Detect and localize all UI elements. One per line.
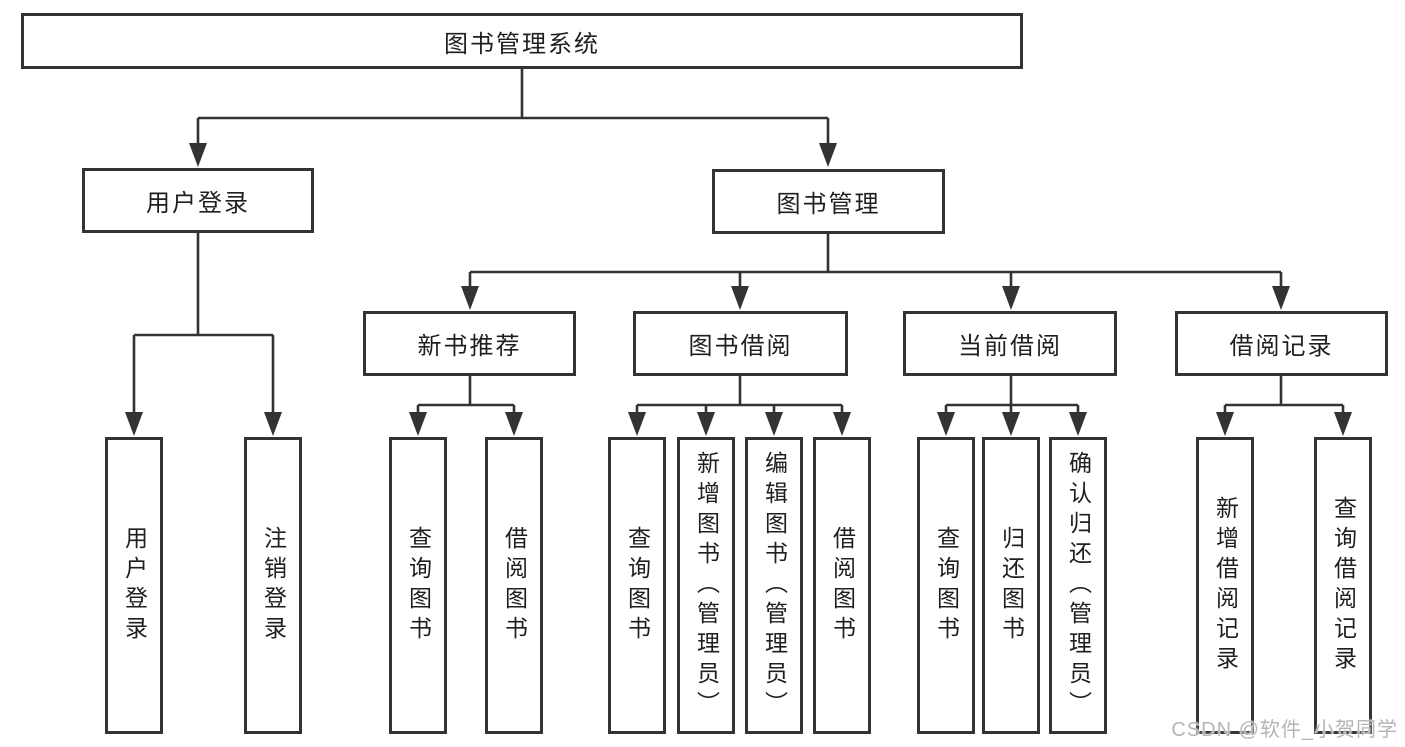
leaf-user-login: 用户登录	[105, 437, 163, 734]
node-label: 借阅图书	[829, 525, 856, 646]
node-user-login: 用户登录	[82, 168, 314, 233]
leaf-query-books-borrowing: 查询图书	[608, 437, 666, 734]
node-label: 用户登录	[121, 525, 148, 646]
leaf-logout: 注销登录	[244, 437, 302, 734]
watermark-text: CSDN @软件_小贺同学	[1171, 719, 1398, 741]
node-label: 图书管理	[776, 191, 881, 218]
leaf-add-borrow-record: 新增借阅记录	[1196, 437, 1254, 734]
leaf-return-books: 归还图书	[982, 437, 1040, 734]
leaf-edit-book-admin: 编辑图书（管理员）	[745, 437, 803, 734]
node-library-management-system: 图书管理系统	[21, 13, 1023, 69]
node-book-management: 图书管理	[712, 169, 945, 234]
leaf-borrow-books: 借阅图书	[813, 437, 871, 734]
node-label: 确认归还（管理员）	[1065, 450, 1092, 721]
node-label: 查询图书	[624, 525, 651, 646]
node-label: 借阅图书	[501, 525, 528, 646]
node-label: 新增图书（管理员）	[693, 450, 720, 721]
node-label: 查询图书	[933, 525, 960, 646]
leaf-borrow-books-recommend: 借阅图书	[485, 437, 543, 734]
leaf-add-book-admin: 新增图书（管理员）	[677, 437, 735, 734]
node-label: 新增借阅记录	[1212, 495, 1239, 676]
node-label: 归还图书	[998, 525, 1025, 646]
node-label: 借阅记录	[1229, 333, 1334, 360]
node-new-book-recommendation: 新书推荐	[363, 311, 576, 376]
node-label: 注销登录	[260, 525, 287, 646]
leaf-confirm-return-admin: 确认归还（管理员）	[1049, 437, 1107, 734]
leaf-query-books-recommend: 查询图书	[389, 437, 447, 734]
arrowheads	[125, 143, 1352, 436]
node-current-borrowing: 当前借阅	[903, 311, 1117, 376]
leaf-query-borrow-record: 查询借阅记录	[1314, 437, 1372, 734]
node-book-borrowing: 图书借阅	[633, 311, 848, 376]
node-label: 查询图书	[405, 525, 432, 646]
node-label: 查询借阅记录	[1330, 495, 1357, 676]
node-label: 当前借阅	[958, 333, 1062, 360]
node-label: 编辑图书（管理员）	[761, 450, 788, 721]
node-borrowing-records: 借阅记录	[1175, 311, 1388, 376]
node-label: 用户登录	[146, 190, 250, 217]
node-label: 新书推荐	[417, 333, 522, 360]
node-label: 图书管理系统	[444, 30, 600, 58]
leaf-query-books-current: 查询图书	[917, 437, 975, 734]
node-label: 图书借阅	[688, 333, 793, 360]
